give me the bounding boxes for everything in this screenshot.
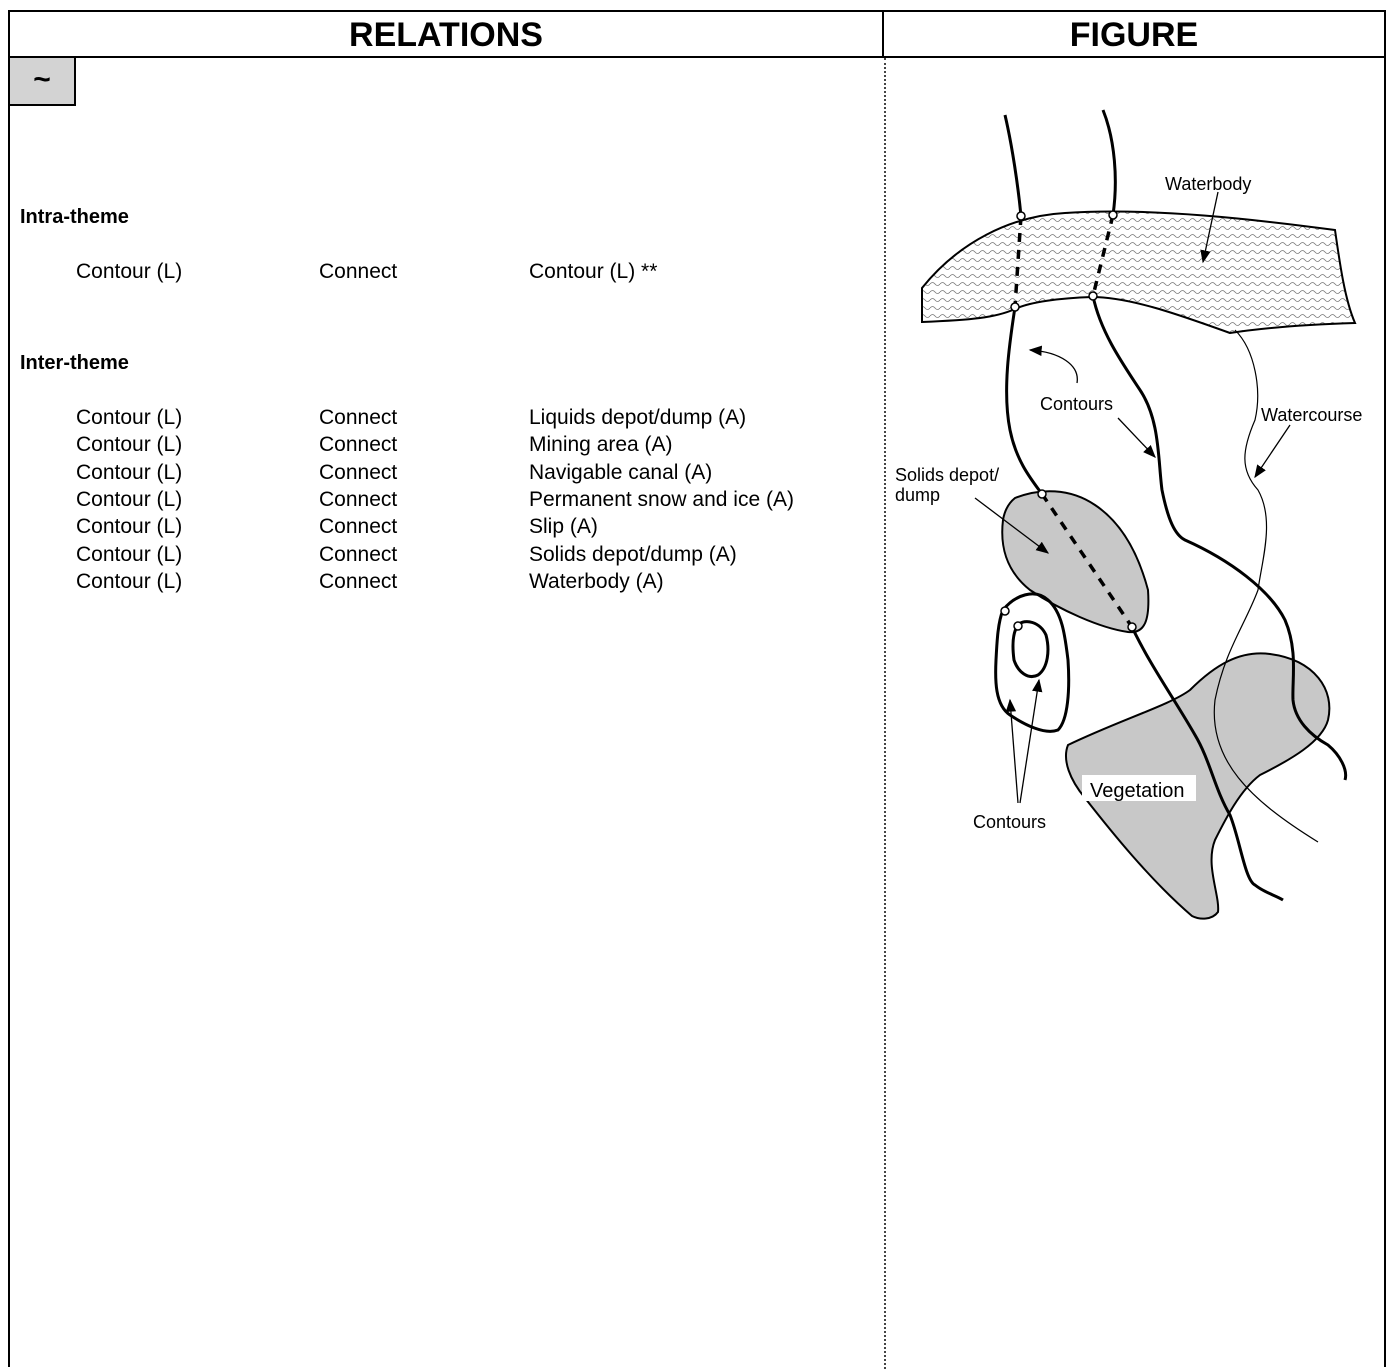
arrow-contours-top-2 xyxy=(1117,417,1156,458)
contour-line-1c xyxy=(1130,626,1284,902)
solids-depot-area xyxy=(1001,490,1150,634)
inter-relation: Connect xyxy=(319,433,398,457)
label-vegetation: Vegetation xyxy=(1090,780,1185,802)
intra-theme-heading: Intra-theme xyxy=(20,206,129,228)
contour-closed-outer xyxy=(994,592,1071,733)
inter-feature-a: Contour (L) xyxy=(76,515,183,539)
inter-theme-heading: Inter-theme xyxy=(20,352,129,374)
column-divider xyxy=(884,58,886,1369)
intra-feature-a: Contour (L) xyxy=(76,260,183,283)
label-contours-top: Contours xyxy=(1040,394,1113,414)
inter-feature-b: Slip (A) xyxy=(529,515,598,539)
waterbody-area xyxy=(921,210,1357,335)
label-waterbody: Waterbody xyxy=(1165,174,1251,194)
inter-feature-b: Navigable canal (A) xyxy=(529,460,713,484)
contour-line-2 xyxy=(1101,109,1117,216)
intra-feature-b: Contour (L) ** xyxy=(529,260,658,283)
page-frame: RELATIONS FIGURE ~ Intra-theme Contour (… xyxy=(8,10,1386,1369)
inter-relation: Connect xyxy=(319,569,398,593)
watercourse-line xyxy=(1213,329,1319,843)
inter-feature-b: Permanent snow and ice (A) xyxy=(529,487,794,511)
arrow-contours-bottom-1 xyxy=(1005,698,1019,804)
label-solids-depot-2: dump xyxy=(895,485,940,505)
contour-line-2b xyxy=(1091,295,1348,781)
inter-feature-a: Contour (L) xyxy=(76,433,183,457)
contour-closed-inner xyxy=(1011,620,1050,678)
inter-relation: Connect xyxy=(319,487,398,511)
inter-relation: Connect xyxy=(319,515,398,539)
inter-feature-b: Waterbody (A) xyxy=(529,569,664,593)
arrow-watercourse xyxy=(1254,424,1291,479)
intra-relation: Connect xyxy=(319,260,398,283)
figure-header: FIGURE xyxy=(884,12,1384,58)
inter-relation: Connect xyxy=(319,406,398,429)
contour-line-1 xyxy=(1003,114,1023,217)
inter-feature-a: Contour (L) xyxy=(76,487,183,511)
contour-line-1b xyxy=(1005,306,1044,495)
label-contours-bottom: Contours xyxy=(973,812,1046,832)
label-watercourse: Watercourse xyxy=(1261,405,1362,425)
inter-feature-b: Liquids depot/dump (A) xyxy=(529,406,747,429)
relations-header: RELATIONS xyxy=(10,12,884,58)
arrow-waterbody xyxy=(1200,191,1219,264)
arrow-solids xyxy=(974,497,1050,554)
inter-feature-b: Solids depot/dump (A) xyxy=(529,542,737,566)
tilde-symbol-box: ~ xyxy=(10,58,76,106)
inter-feature-a: Contour (L) xyxy=(76,569,183,593)
arrow-contours-bottom-2 xyxy=(1019,678,1043,804)
contour-line-1-hidden xyxy=(1013,215,1023,308)
vegetation-area xyxy=(1065,652,1331,920)
inter-feature-a: Contour (L) xyxy=(76,406,183,429)
arrow-contours-top-1 xyxy=(1028,345,1078,384)
label-solids-depot-1: Solids depot/ xyxy=(895,465,999,485)
inter-relation: Connect xyxy=(319,460,398,484)
inter-relation: Connect xyxy=(319,542,398,566)
inter-feature-a: Contour (L) xyxy=(76,460,183,484)
connection-nodes xyxy=(1000,210,1137,632)
contour-line-2-hidden xyxy=(1091,214,1115,297)
inter-feature-b: Mining area (A) xyxy=(529,433,673,457)
inter-feature-a: Contour (L) xyxy=(76,542,183,566)
